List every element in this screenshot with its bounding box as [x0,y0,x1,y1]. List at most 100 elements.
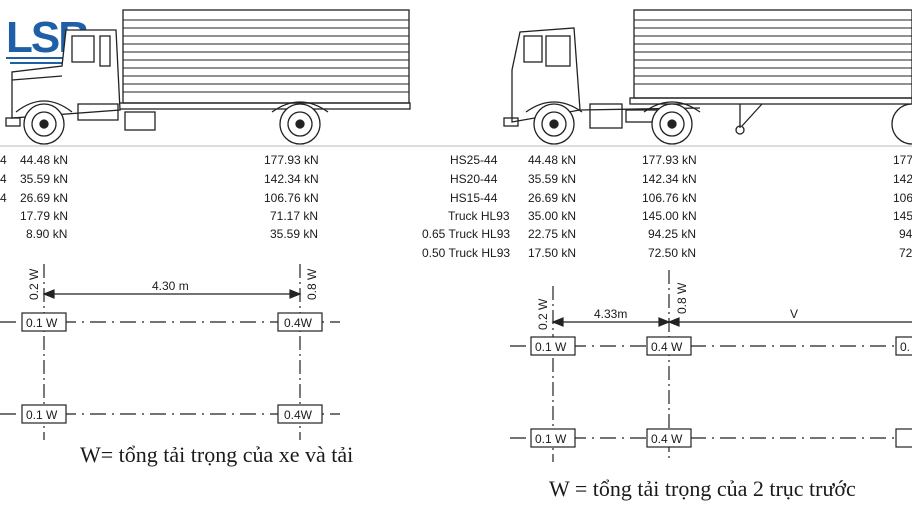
right-bumper [503,117,519,127]
left-hood-line [11,75,63,81]
left-front-fender [15,100,73,113]
left-spacing-label: 4.30 m [152,279,189,293]
left-caption: W= tổng tải trọng của xe và tải [80,442,353,467]
right-trailer-wheel [891,103,912,145]
right-row-front: 44.48 kN [528,153,576,167]
left-bumper [5,117,21,127]
right-front-fraction: 0.2 W [536,298,550,330]
left-chassis [117,102,411,110]
left-row-front: 17.79 kN [20,209,68,223]
left-axle-diagram [0,264,340,440]
right-axle-diagram [510,270,912,462]
left-row-front: 44.48 kN [20,153,68,167]
right-row-mid: 177.93 kN [642,153,697,167]
right-rear-top-wheel [895,336,912,356]
left-row-name: 4 [0,191,7,205]
left-row-rear: 142.34 kN [264,172,319,186]
left-row-rear: 177.93 kN [264,153,319,167]
right-row-front: 22.75 kN [528,227,576,241]
left-rear-top-wheel [277,312,323,332]
left-cab-window [71,35,95,63]
right-trailer-floor [629,97,912,105]
left-row-front: 8.90 kN [26,227,67,241]
right-fuel-tank [589,103,623,129]
right-rear-top-wheel-label: 0. [900,340,910,354]
left-cargo-ribs [123,19,409,93]
right-row-mid: 106.76 kN [642,191,697,205]
right-row-front: 26.69 kN [528,191,576,205]
right-drive-bottom-wheel [646,428,692,448]
left-front-top-wheel-label: 0.1 W [26,316,58,330]
left-rear-top-wheel-label: 0.4W [284,316,313,330]
right-mid-fraction: 0.8 W [675,282,689,314]
right-row-mid: 142.34 kN [642,172,697,186]
left-front-bottom-wheel-label: 0.1 W [26,408,58,422]
right-row-front: 35.00 kN [528,209,576,223]
right-row-name: HS15-44 [450,191,498,205]
right-row-name: 0.65 Truck HL93 [422,227,510,241]
right-row-front: 35.59 kN [528,172,576,186]
left-rear-hub [287,111,313,137]
left-rear-fender [271,101,329,113]
right-front-top-wheel-label: 0.1 W [535,340,567,354]
left-rear-fraction: 0.8 W [305,268,319,300]
right-cab-door-window [545,35,571,67]
right-row-rear: 145 [893,209,912,223]
left-rear-tank [124,111,156,131]
right-arrow-left [551,317,564,327]
right-trailer-box [633,9,912,99]
right-cab-window [523,35,543,63]
left-cargo-box [122,9,410,104]
right-row-rear: 142 [893,172,912,186]
right-load-table: HS25-44 44.48 kN 177.93 kN 177 HS20-44 3… [422,153,912,260]
left-row-name: 4 [0,153,7,167]
left-row-front: 35.59 kN [20,172,68,186]
right-row-name: HS20-44 [450,172,498,186]
right-rear-bottom-wheel [895,428,912,448]
right-front-bottom-wheel [530,428,576,448]
left-row-rear: 106.76 kN [264,191,319,205]
left-front-bottom-wheel [21,404,67,424]
right-arrow-mid-left [658,317,671,327]
right-row-rear: 177 [893,153,912,167]
left-row-rear: 35.59 kN [270,227,318,241]
right-drive-top-wheel-label: 0.4 W [651,340,683,354]
left-fuel-tank [77,103,119,121]
left-front-hub [31,111,57,137]
right-drive-top-wheel [646,336,692,356]
right-row-mid: 94.25 kN [648,227,696,241]
right-truck [503,9,912,145]
left-cab-door-window [99,35,111,67]
right-arrow-mid-right [667,317,680,327]
left-rear-bottom-wheel [277,404,323,424]
right-drive-bottom-wheel-label: 0.4 W [651,432,683,446]
right-drive-fender [643,101,701,113]
right-row-name: Truck HL93 [448,209,510,223]
right-caption: W = tổng tải trọng của 2 trục trước [549,476,856,501]
right-row-rear: 94 [899,227,912,241]
right-row-name: HS25-44 [450,153,498,167]
right-landing-foot [735,125,745,135]
right-front-fender [525,101,583,113]
left-arrow-left [42,289,55,299]
left-row-name: 4 [0,172,7,186]
right-spacing-label: 4.33m [594,307,627,321]
right-row-mid: 72.50 kN [648,246,696,260]
left-load-table: 4 44.48 kN 177.93 kN 4 35.59 kN 142.34 k… [0,153,319,241]
left-front-top-wheel [21,312,67,332]
right-row-name: 0.50 Truck HL93 [422,246,510,260]
left-front-fraction: 0.2 W [27,268,41,300]
left-truck [5,9,411,145]
right-variable-spacing: V [790,307,798,321]
right-trailer-ribs [634,19,912,85]
right-row-front: 17.50 kN [528,246,576,260]
right-row-mid: 145.00 kN [642,209,697,223]
right-row-rear: 72 [899,246,912,260]
right-front-bottom-wheel-label: 0.1 W [535,432,567,446]
right-front-top-wheel [530,336,576,356]
left-arrow-right [289,289,302,299]
left-cab [11,29,121,119]
left-row-rear: 71.17 kN [270,209,318,223]
